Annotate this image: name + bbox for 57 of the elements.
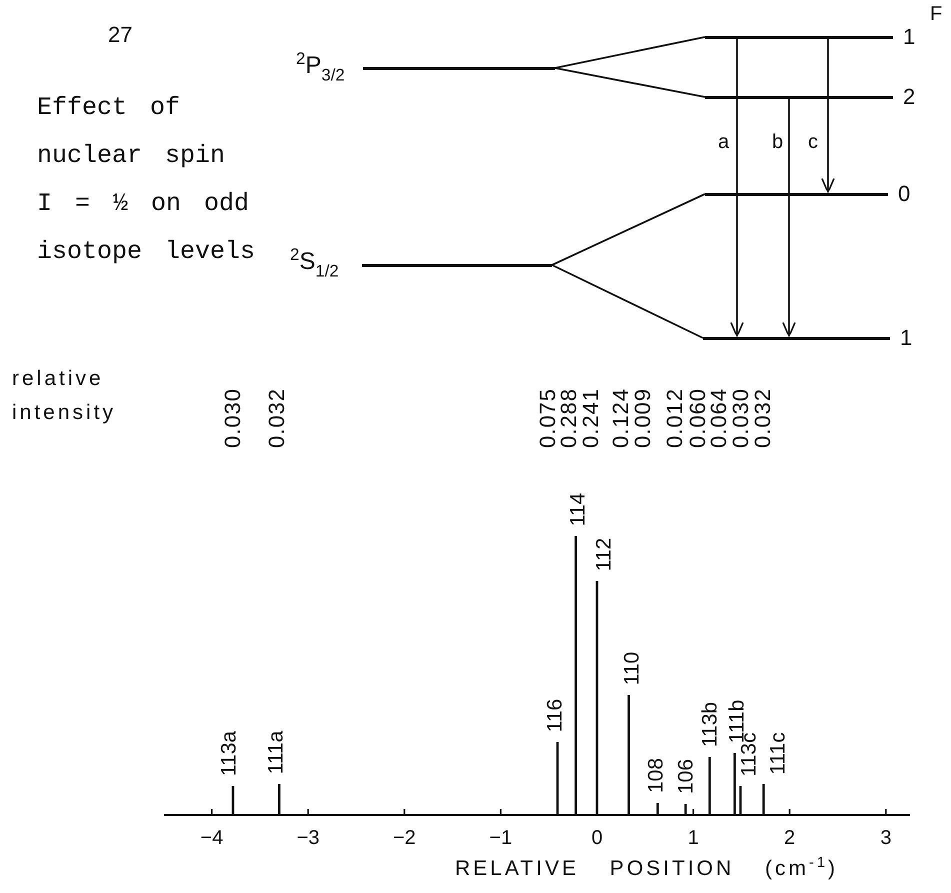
transition-arrow — [821, 38, 835, 194]
axis-title: RELATIVE POSITION (cm$^{-1}$) — [455, 858, 838, 879]
transition-arrow — [782, 98, 796, 338]
edge-label: b — [772, 132, 784, 152]
energy-level-line — [705, 96, 893, 98]
peak-label: 112 — [594, 538, 614, 572]
tick-label: 0 — [591, 828, 603, 848]
intensity-value: 0.032 — [266, 388, 288, 448]
quantum-number-label: 0 — [898, 183, 910, 205]
tick-label: 1 — [688, 828, 699, 848]
peak-label: 110 — [621, 652, 642, 686]
intensity-value: 0.288 — [558, 388, 580, 448]
intensity-value: 0.060 — [687, 388, 709, 448]
description-text: Effect of nuclear spin I = ½ on odd isotope levels — [37, 92, 256, 268]
term-symbol: $^{2}$P$_{3/2}$ — [296, 48, 345, 87]
intensity-value: 0.030 — [222, 388, 244, 448]
row-heading: relative intensity — [12, 366, 118, 426]
intensity-value: 0.124 — [610, 388, 632, 448]
peak-label: 114 — [567, 492, 588, 526]
peak-label: 108 — [645, 758, 666, 794]
tick-label: −3 — [296, 828, 320, 848]
intensity-value: 0.030 — [730, 388, 752, 448]
intensity-value: 0.064 — [708, 388, 730, 448]
peak-label: 111a — [266, 730, 287, 774]
tick-label: −2 — [392, 828, 416, 848]
tick-label: 2 — [784, 828, 796, 848]
splitting-line — [552, 264, 704, 339]
energy-level-line — [705, 192, 888, 196]
peak-label: 116 — [544, 698, 566, 732]
tick-label: 3 — [880, 828, 892, 848]
splitting-line — [554, 36, 706, 69]
axis-heading: F — [930, 4, 942, 24]
peak-label: 111c — [767, 732, 788, 774]
peak-label: 113b — [699, 702, 720, 748]
quantum-number-label: 1 — [903, 26, 916, 48]
intensity-value: 0.075 — [537, 388, 559, 448]
quantum-number-label: 1 — [900, 327, 912, 349]
splitting-line — [552, 193, 706, 266]
intensity-value: 0.012 — [664, 388, 686, 448]
intensity-value: 0.241 — [580, 388, 602, 448]
peak-label: 113a — [218, 730, 240, 776]
quantum-number-label: 2 — [903, 86, 916, 108]
energy-level-line — [703, 336, 890, 340]
energy-level-line — [363, 66, 555, 70]
edge-label: a — [718, 132, 730, 152]
energy-level-line — [705, 36, 893, 38]
intensity-value: 0.032 — [752, 388, 774, 448]
peak-label: 106 — [675, 758, 696, 794]
energy-level-line — [362, 264, 552, 266]
edge-label: c — [808, 132, 818, 152]
tick-label: −4 — [200, 828, 224, 848]
tick-label: −1 — [489, 828, 512, 848]
transition-arrow — [730, 38, 744, 338]
figure-number: 27 — [108, 24, 132, 46]
term-symbol: $^{2}$S$_{1/2}$ — [290, 244, 339, 283]
intensity-value: 0.009 — [632, 388, 654, 448]
splitting-line — [554, 67, 706, 98]
